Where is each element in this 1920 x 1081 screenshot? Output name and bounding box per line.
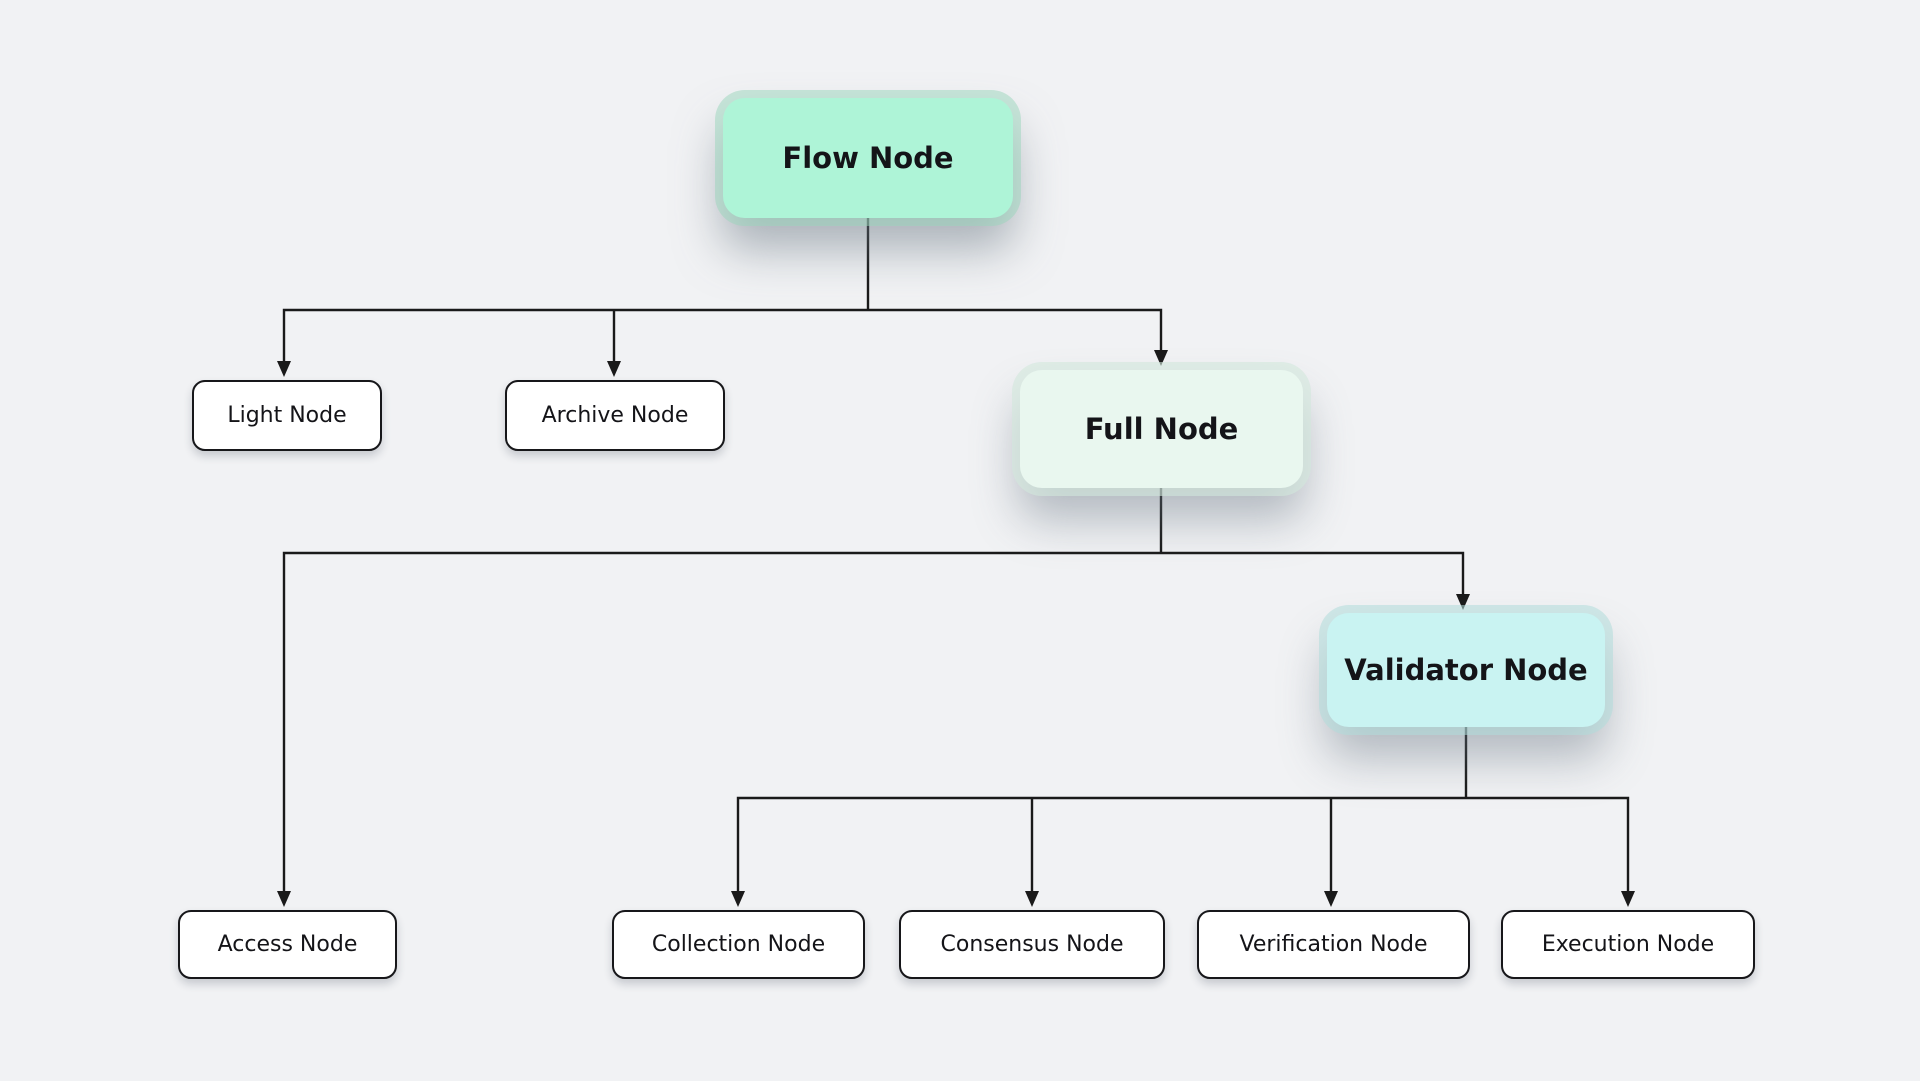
- node-consensus-label: Consensus Node: [940, 932, 1124, 957]
- node-archive: Archive Node: [505, 380, 725, 451]
- node-full: Full Node: [1020, 370, 1303, 488]
- arrowhead-access: [277, 891, 291, 907]
- arrowhead-light: [277, 361, 291, 377]
- arrowhead-consensus: [1025, 891, 1039, 907]
- node-light: Light Node: [192, 380, 382, 451]
- node-verification-label: Verification Node: [1239, 932, 1428, 957]
- node-validator-label: Validator Node: [1344, 653, 1588, 687]
- arrowhead-verification: [1324, 891, 1338, 907]
- node-validator: Validator Node: [1327, 613, 1605, 727]
- edge-group-flow-children: [277, 216, 1168, 377]
- node-execution: Execution Node: [1501, 910, 1755, 979]
- node-access: Access Node: [178, 910, 397, 979]
- node-flow: Flow Node: [723, 98, 1013, 218]
- edge-group-full-children: [277, 486, 1470, 907]
- arrowhead-archive: [607, 361, 621, 377]
- node-execution-label: Execution Node: [1541, 932, 1715, 957]
- node-collection: Collection Node: [612, 910, 865, 979]
- node-light-label: Light Node: [227, 403, 347, 428]
- arrowhead-validator: [1456, 594, 1470, 610]
- node-collection-label: Collection Node: [651, 932, 826, 957]
- arrowhead-full: [1154, 350, 1168, 366]
- node-verification: Verification Node: [1197, 910, 1470, 979]
- node-flow-label: Flow Node: [782, 141, 954, 175]
- node-consensus: Consensus Node: [899, 910, 1165, 979]
- node-full-label: Full Node: [1084, 412, 1239, 446]
- edge-group-validator-children: [731, 725, 1635, 907]
- arrowhead-execution: [1621, 891, 1635, 907]
- node-access-label: Access Node: [217, 932, 358, 957]
- node-archive-label: Archive Node: [541, 403, 689, 428]
- arrowhead-collection: [731, 891, 745, 907]
